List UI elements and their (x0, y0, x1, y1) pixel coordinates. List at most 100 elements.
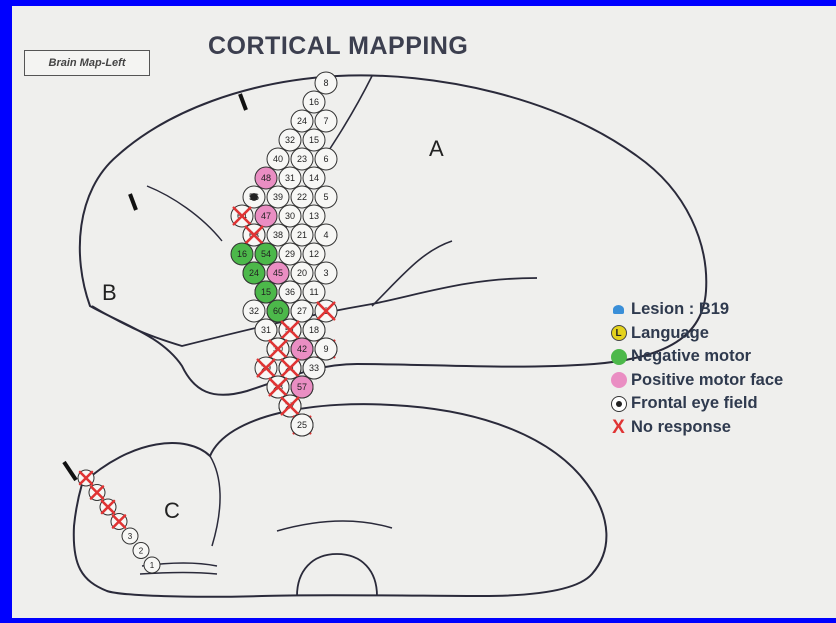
electrode: 45 (267, 262, 289, 284)
electrode: 27 (279, 395, 301, 417)
legend-item-frontal-eye-field: Frontal eye field (610, 392, 783, 416)
lateral-electrode-grid: 8167241563223145403122134483930211235647… (231, 72, 337, 436)
electrode: 7 (315, 110, 337, 132)
electrode-number: 15 (309, 135, 319, 145)
electrode: 12 (303, 243, 325, 265)
electrode: 47 (255, 205, 277, 227)
electrode-number: 12 (309, 249, 319, 259)
green-circle-icon (610, 348, 627, 365)
electrode: 6 (315, 148, 337, 170)
electrode: 11 (303, 281, 325, 303)
electrode-number: 18 (309, 325, 319, 335)
electrode: 57 (291, 376, 313, 398)
electrode: 39 (267, 186, 289, 208)
electrode: 16 (303, 91, 325, 113)
electrode (78, 470, 94, 486)
electrode: 3 (122, 528, 138, 544)
legend-item-language: L Language (610, 322, 783, 346)
lesion-icon (610, 301, 627, 318)
electrode-number: 24 (249, 268, 259, 278)
temporal-sulcus (372, 241, 452, 306)
electrode: 28 (267, 376, 289, 398)
electrode: 36 (279, 281, 301, 303)
electrode-number: 56 (249, 192, 259, 202)
electrode-number: 3 (128, 532, 133, 541)
electrode-number: 31 (261, 325, 271, 335)
electrode-number: 45 (273, 268, 283, 278)
electrode: 1 (144, 557, 160, 573)
electrode-number: 60 (273, 306, 283, 316)
electrode: 42 (291, 338, 313, 360)
electrode-number: 14 (309, 173, 319, 183)
ventral-electrode-strip: 321 (78, 470, 160, 573)
electrode (100, 499, 116, 515)
electrode-number: 20 (297, 268, 307, 278)
electrode-number: 32 (285, 135, 295, 145)
electrode-number: 31 (285, 173, 295, 183)
electrode: 29 (279, 243, 301, 265)
electrode: 51 (279, 319, 301, 341)
electrode: 27 (291, 300, 313, 322)
electrode-number: 57 (297, 382, 307, 392)
electrode: 9 (315, 338, 337, 360)
electrode-number: 16 (309, 97, 319, 107)
legend-item-no-response: X No response (610, 416, 783, 440)
electrode: 32 (279, 129, 301, 151)
electrode-marker (240, 94, 246, 110)
electrode: 63 (243, 224, 265, 246)
brainstem-outline (297, 554, 377, 596)
electrode-number: 33 (309, 363, 319, 373)
electrode-number: 32 (249, 306, 259, 316)
electrode: 38 (267, 224, 289, 246)
electrode-number: 36 (285, 287, 295, 297)
electrode: 48 (255, 167, 277, 189)
electrode-number: 4 (323, 230, 328, 240)
electrode-number: 2 (139, 546, 144, 555)
electrode: 3 (315, 262, 337, 284)
dot-circle-icon (610, 395, 627, 412)
electrode: 31 (255, 319, 277, 341)
electrode-number: 54 (261, 249, 271, 259)
electrode: 60 (267, 300, 289, 322)
legend-item-positive-motor-face: Positive motor face (610, 369, 783, 393)
electrode-number: 27 (297, 306, 307, 316)
legend-item-lesion: Lesion : B19 (610, 298, 783, 322)
electrode: 15 (303, 129, 325, 151)
electrode-number: 29 (285, 249, 295, 259)
legend-label: Lesion : B19 (631, 300, 729, 319)
electrode-number: 24 (297, 116, 307, 126)
electrode-number: 48 (261, 173, 271, 183)
pink-circle-icon (610, 372, 627, 389)
electrode-number: 3 (323, 268, 328, 278)
ventral-sulcus (277, 521, 392, 531)
electrode: 16 (231, 243, 253, 265)
electrode-number: 42 (297, 344, 307, 354)
electrode-marker (130, 194, 136, 210)
electrode: 25 (291, 414, 313, 436)
electrode-number: 25 (297, 420, 307, 430)
electrode: 15 (255, 281, 277, 303)
electrode-number: 8 (323, 78, 328, 88)
electrode-number: 16 (237, 249, 247, 259)
electrode: 40 (267, 148, 289, 170)
electrode (111, 514, 127, 530)
electrode: 22 (291, 186, 313, 208)
electrode: 29 (255, 357, 277, 379)
electrode: 2 (133, 543, 149, 559)
electrode: 30 (279, 205, 301, 227)
electrode: 32 (243, 300, 265, 322)
legend-label: Frontal eye field (631, 394, 758, 413)
region-label-b: B (102, 280, 117, 305)
legend: Lesion : B19 L Language Negative motor P… (610, 298, 783, 439)
electrode-number: 13 (309, 211, 319, 221)
legend-label: Positive motor face (631, 371, 783, 390)
electrode: 13 (303, 205, 325, 227)
electrode-number: 40 (273, 154, 283, 164)
electrode: 23 (291, 148, 313, 170)
electrode: 30 (267, 338, 289, 360)
electrode: 2 (315, 300, 337, 322)
legend-item-negative-motor: Negative motor (610, 345, 783, 369)
electrode-number: 38 (273, 230, 283, 240)
electrode: 54 (255, 243, 277, 265)
